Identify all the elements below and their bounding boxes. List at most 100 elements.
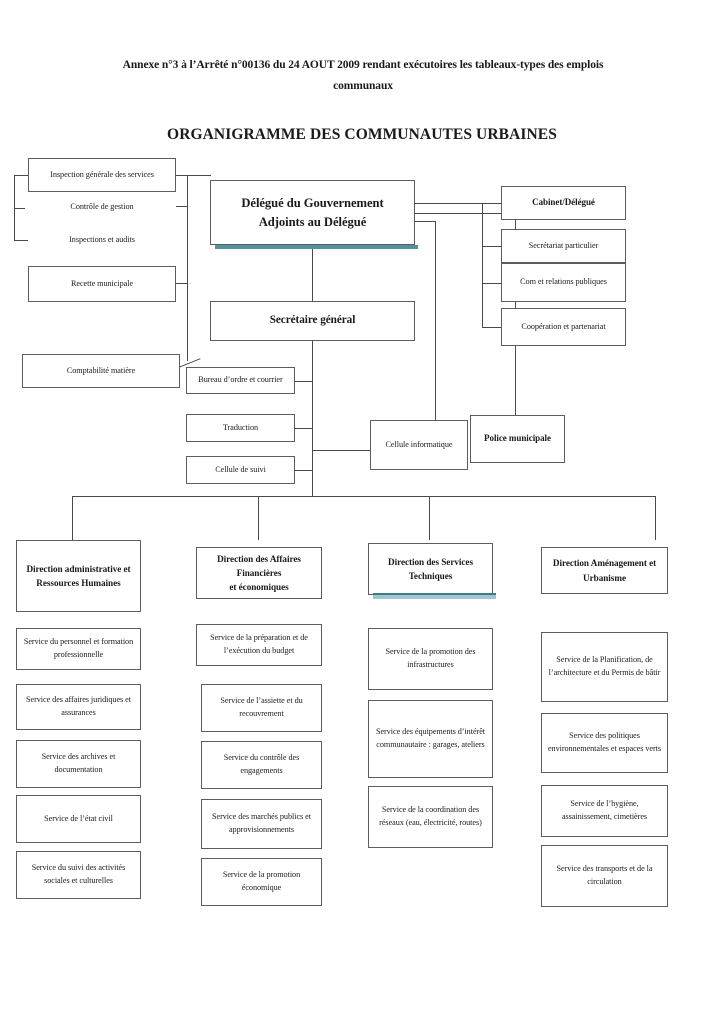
direction-header-line-2: Ressources Humaines [36,578,121,588]
direction-header-0[interactable]: Direction administrative et Ressources H… [16,540,141,612]
connector-delegue-to-sg [312,248,313,301]
direction-2-service-1[interactable]: Service des équipements d’intérêt commun… [368,700,493,778]
connector-direction-drop-3 [429,496,430,540]
direction-header-line-1: Direction Aménagement et [552,558,657,569]
header-line-1: Annexe n°3 à l’Arrêté n°00136 du 24 AOUT… [122,59,604,71]
service-label: Service de la promotion économique [222,870,301,892]
page-title: ORGANIGRAMME DES COMMUNAUTES URBAINES [167,126,557,143]
box-controle-de-gestion[interactable]: Contrôle de gestion [28,199,176,216]
delegue-line-1: Délégué du Gouvernement [241,195,384,210]
connector-directions-bus [72,496,656,497]
connector-bureau-spine [312,360,313,490]
direction-3-service-1[interactable]: Service des politiques environnementales… [541,713,668,773]
direction-3-service-0[interactable]: Service de la Planification, de l’archit… [541,632,668,702]
direction-3-service-3[interactable]: Service des transports et de la circulat… [541,845,668,907]
direction-header-line-2: Techniques [408,571,453,581]
service-label: Service des politiques environnementales… [547,731,662,753]
connector-delegue-right-bus-1 [413,213,515,214]
connector-direction-drop-1 [72,496,73,540]
direction-1-service-2[interactable]: Service du contrôle des engagements [201,741,322,789]
header-line-2: communaux [333,80,393,93]
service-label: Service de la préparation et de l’exécut… [210,633,308,655]
box-label: Inspection générale des services [50,169,154,179]
service-label: Service de la coordination des réseaux (… [379,805,482,827]
connector-recette-municipale [176,283,188,284]
box-label: Cellule de suivi [215,464,266,474]
direction-header-3[interactable]: Direction Aménagement et Urbanisme [541,547,668,594]
direction-0-service-1[interactable]: Service des affaires juridiques et assur… [16,684,141,730]
box-cooperation-et-partenariat[interactable]: Coopération et partenariat [501,308,626,346]
direction-0-service-2[interactable]: Service des archives et documentation [16,740,141,788]
direction-header-2[interactable]: Direction des Services Techniques [368,543,496,599]
box-inspections-et-audits[interactable]: Inspections et audits [28,232,176,249]
box-comptabilite-matiere[interactable]: Comptabilité matière [22,354,180,388]
connector-direction-drop-4 [655,496,656,540]
box-label: Traduction [222,422,259,432]
connector-cabinet-sub-secretariat [482,246,501,247]
box-com-et-relations-publiques[interactable]: Com et relations publiques [501,263,626,302]
direction-1-service-0[interactable]: Service de la préparation et de l’exécut… [196,624,322,666]
box-label: Coopération et partenariat [521,321,606,331]
box-secretaire-general[interactable]: Secrétaire général [210,301,415,341]
box-cellule-informatique[interactable]: Cellule informatique [370,420,468,470]
box-inspection-generale-des-services[interactable]: Inspection générale des services [28,158,176,192]
connector-cellule-suivi [295,470,313,471]
service-label: Service des archives et documentation [41,752,116,774]
box-secretariat-particulier[interactable]: Secrétariat particulier [501,229,626,263]
service-label: Service du personnel et formation profes… [23,637,134,659]
service-label: Service de l’état civil [44,813,113,823]
direction-1-service-3[interactable]: Service des marchés publics et approvisi… [201,799,322,849]
connector-spine-to-cellule-info [312,450,370,451]
box-label: Police municipale [484,433,551,444]
box-cabinet-delegue[interactable]: Cabinet/Délégué [501,186,626,220]
box-label: Inspections et audits [69,235,135,245]
service-label: Service du contrôle des engagements [223,753,300,775]
box-traduction[interactable]: Traduction [186,414,295,442]
connector-cabinet-sub-spine [482,203,483,328]
box-label: Cellule informatique [385,439,453,449]
box-label: Cabinet/Délégué [532,197,595,208]
service-label: Service de la promotion des infrastructu… [385,647,476,669]
service-label: Service des équipements d’intérêt commun… [375,727,486,749]
direction-1-service-4[interactable]: Service de la promotion économique [201,858,322,906]
box-label: Secrétaire général [269,314,356,327]
box-label: Secrétariat particulier [528,240,599,250]
connector-delegue-to-cabinet [413,203,501,204]
box-label: Comptabilité matière [66,365,136,375]
delegue-line-2: Adjoints au Délégué [258,214,367,229]
box-label: Recette municipale [70,278,134,288]
direction-0-service-0[interactable]: Service du personnel et formation profes… [16,628,141,670]
direction-header-line-1: Direction des Affaires Financières [217,553,301,578]
direction-2-service-0[interactable]: Service de la promotion des infrastructu… [368,628,493,690]
box-recette-municipale[interactable]: Recette municipale [28,266,176,302]
service-label: Service des marchés publics et approvisi… [212,812,311,834]
left-group-bracket-tick [14,208,25,209]
direction-0-service-4[interactable]: Service du suivi des activités sociales … [16,851,141,899]
connector-cabinet-sub-cooperation [482,327,501,328]
direction-0-service-3[interactable]: Service de l’état civil [16,795,141,843]
connector-controle-gestion [176,206,188,207]
service-label: Service de l’assiette et du recouvrement [220,696,303,718]
box-delegue-du-gouvernement[interactable]: Délégué du Gouvernement Adjoints au Délé… [210,180,418,249]
direction-header-1[interactable]: Direction des Affaires Financières et éc… [196,547,322,599]
box-police-municipale[interactable]: Police municipale [470,415,565,463]
service-label: Service de la Planification, de l’archit… [548,655,661,677]
connector-down-to-cellule-info [435,221,436,420]
connector-traduction [295,428,313,429]
connector-left-spine-to-delegue [187,175,211,176]
box-bureau-ordre-et-courrier[interactable]: Bureau d’ordre et courrier [186,367,295,394]
direction-3-service-2[interactable]: Service de l’hygiène, assainissement, ci… [541,785,668,837]
connector-direction-drop-2 [258,496,259,540]
direction-2-service-2[interactable]: Service de la coordination des réseaux (… [368,786,493,848]
direction-header-line-1: Direction administrative et [26,563,131,574]
connector-inspection-generale [176,175,188,176]
box-label: Bureau d’ordre et courrier [198,375,283,385]
direction-header-line-2: Urbanisme [583,572,626,583]
connector-bureau-ordre [295,381,313,382]
box-label: Contrôle de gestion [70,202,134,212]
connector-cabinet-sub-com [482,283,501,284]
box-cellule-de-suivi[interactable]: Cellule de suivi [186,456,295,484]
service-label: Service de l’hygiène, assainissement, ci… [561,799,648,821]
direction-1-service-1[interactable]: Service de l’assiette et du recouvrement [201,684,322,732]
